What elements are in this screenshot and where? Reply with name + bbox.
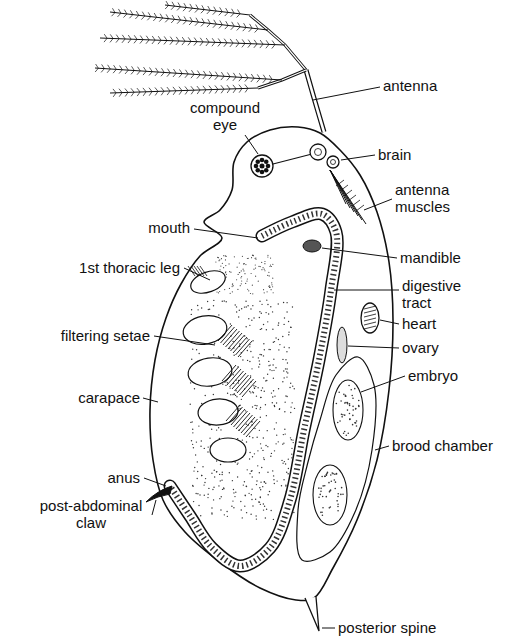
compound-eye-drawing (251, 155, 273, 177)
claw-drawing (146, 486, 172, 502)
part-label: posterior spine (338, 620, 436, 637)
part-label: post-abdominal claw (32, 498, 150, 531)
leader-line (348, 346, 399, 348)
part-label: mandible (400, 250, 461, 267)
leader-line (184, 268, 210, 280)
leader-line (143, 398, 158, 402)
leader-lines (143, 87, 405, 628)
brood-chamber-drawing (297, 357, 376, 561)
part-label: compound eye (185, 100, 265, 133)
brain-drawing (273, 144, 339, 168)
thoracic-legs (181, 266, 260, 462)
leader-line (154, 336, 215, 345)
part-label: antenna (383, 78, 437, 95)
leader-line (322, 628, 335, 629)
leader-line (375, 446, 389, 450)
leader-line (364, 199, 392, 210)
leader-line (322, 248, 397, 258)
mandible-drawing (303, 240, 321, 252)
posterior-spine (305, 597, 319, 631)
leader-line (245, 135, 258, 154)
part-label: antenna muscles (395, 182, 470, 215)
leader-line (334, 290, 399, 291)
stipple (190, 255, 296, 521)
part-label: filtering setae (61, 328, 150, 345)
carapace-outline (150, 127, 393, 601)
part-label: carapace (78, 390, 140, 407)
leader-line (194, 229, 258, 238)
leader-line (152, 500, 156, 515)
embryo-drawing (313, 380, 363, 525)
leader-line (341, 155, 375, 160)
part-label: brood chamber (392, 438, 493, 455)
leader-line (313, 87, 380, 100)
heart-drawing (361, 303, 379, 333)
part-label: embryo (408, 368, 458, 385)
leader-line (361, 376, 405, 392)
leader-line (380, 320, 399, 324)
part-label: mouth (148, 220, 190, 237)
part-label: heart (402, 316, 436, 333)
ovary-drawing (337, 327, 347, 363)
antenna-muscles-drawing (330, 170, 366, 224)
leader-line (144, 478, 166, 486)
part-label: anus (107, 470, 140, 487)
part-label: 1st thoracic leg (79, 260, 180, 277)
antenna-drawing (95, 1, 324, 132)
part-label: digestive tract (402, 278, 477, 311)
part-label: brain (378, 147, 411, 164)
part-label: ovary (402, 340, 439, 357)
